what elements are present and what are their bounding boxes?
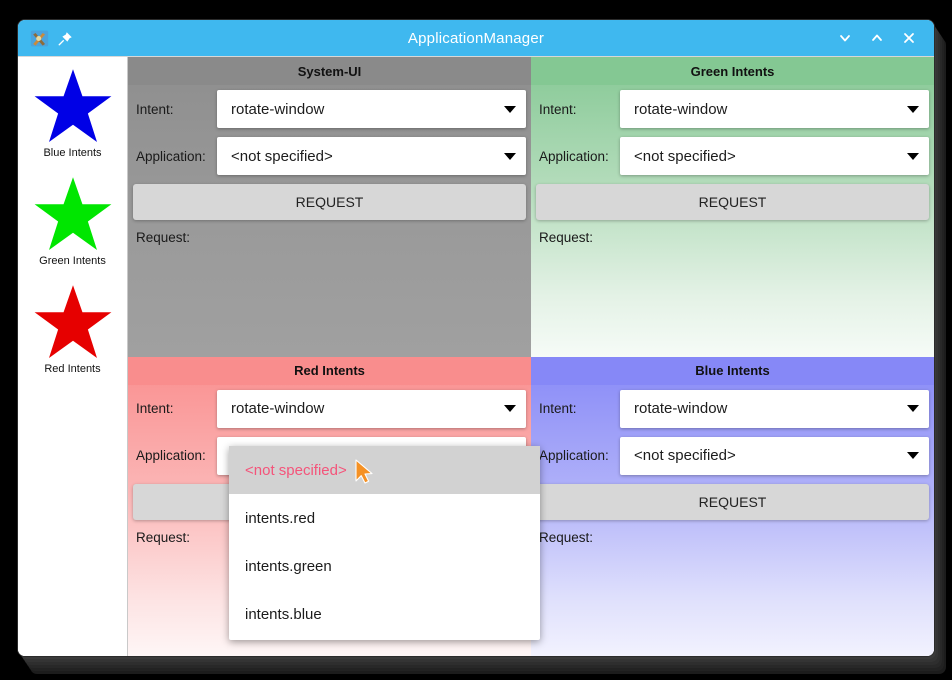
intent-value: rotate-window	[231, 400, 325, 417]
intent-row: Intent: rotate-window	[133, 389, 526, 428]
sidebar-item-red-intents[interactable]: Red Intents	[18, 277, 127, 385]
application-label: Application:	[539, 448, 609, 463]
panel-title: Green Intents	[531, 57, 934, 85]
application-dropdown-menu[interactable]: <not specified> intents.red intents.gree…	[229, 446, 540, 640]
star-icon	[34, 69, 111, 142]
star-icon	[34, 177, 111, 250]
panel-body: Intent: rotate-window Application: <not …	[128, 85, 531, 245]
chevron-down-icon	[907, 452, 919, 459]
application-select[interactable]: <not specified>	[217, 137, 526, 175]
intent-label: Intent:	[136, 101, 174, 117]
chevron-up-icon[interactable]	[870, 31, 884, 45]
application-label: Application:	[136, 148, 206, 164]
application-value: <not specified>	[634, 147, 736, 165]
sidebar-item-blue-intents[interactable]: Blue Intents	[18, 61, 127, 169]
chevron-down-icon	[504, 152, 516, 160]
window-body: Blue Intents Green Intents Red Intents S…	[18, 56, 934, 656]
request-result-label: Request:	[539, 529, 594, 545]
chevron-down-icon	[907, 105, 919, 113]
window-title: ApplicationManager	[407, 29, 545, 47]
chevron-down-icon	[504, 405, 516, 412]
intent-row: Intent: rotate-window	[133, 90, 526, 128]
intent-row: Intent: rotate-window	[536, 90, 929, 128]
request-result-label: Request:	[136, 230, 191, 245]
application-row: Application: <not specified>	[133, 137, 526, 175]
panel-title: Blue Intents	[531, 356, 934, 385]
application-label: Application:	[539, 148, 609, 164]
application-select[interactable]: <not specified>	[620, 137, 929, 175]
application-label: Application:	[136, 448, 206, 463]
title-bar[interactable]: ApplicationManager	[18, 20, 934, 56]
application-row: Application: <not specified>	[536, 137, 929, 175]
intent-value: rotate-window	[634, 400, 728, 417]
application-window: ApplicationManager Blue Intents	[18, 20, 934, 656]
dropdown-option-intents-green[interactable]: intents.green	[245, 557, 332, 575]
panel-green-intents: Green Intents Intent: rotate-window Appl…	[531, 57, 934, 357]
close-icon[interactable]	[902, 31, 916, 45]
tools-icon[interactable]	[30, 29, 49, 48]
sidebar-item-green-intents[interactable]: Green Intents	[18, 169, 127, 277]
chevron-down-icon	[504, 105, 516, 113]
panel-blue-intents: Blue Intents Intent: rotate-window Appli…	[531, 356, 934, 656]
application-select[interactable]: <not specified>	[620, 436, 929, 475]
sidebar: Blue Intents Green Intents Red Intents	[18, 57, 128, 656]
intent-label: Intent:	[539, 101, 577, 117]
intent-select[interactable]: rotate-window	[620, 90, 929, 128]
application-row: Application: <not specified>	[536, 436, 929, 475]
request-button[interactable]: REQUEST	[133, 184, 526, 220]
dropdown-option-intents-red[interactable]: intents.red	[245, 509, 316, 527]
application-value: <not specified>	[231, 147, 333, 165]
sidebar-item-label: Green Intents	[39, 255, 106, 267]
sidebar-item-label: Blue Intents	[43, 147, 102, 159]
dropdown-option-not-specified[interactable]: <not specified>	[229, 446, 540, 494]
chevron-down-icon	[907, 152, 919, 160]
title-bar-left-icons	[26, 29, 73, 48]
intent-value: rotate-window	[231, 100, 325, 118]
sidebar-item-label: Red Intents	[44, 363, 101, 375]
request-button[interactable]: REQUEST	[536, 184, 929, 220]
intent-value: rotate-window	[634, 100, 728, 118]
intent-select[interactable]: rotate-window	[217, 90, 526, 128]
panel-grid: System-UI Intent: rotate-window Applicat…	[128, 57, 934, 656]
chevron-down-icon[interactable]	[838, 31, 852, 45]
panel-title: System-UI	[128, 57, 531, 85]
request-result-label: Request:	[539, 230, 594, 245]
request-button[interactable]: REQUEST	[536, 483, 929, 520]
window-controls	[838, 31, 926, 45]
intent-row: Intent: rotate-window	[536, 389, 929, 428]
panel-body: Intent: rotate-window Application: <not …	[531, 385, 934, 545]
panel-title: Red Intents	[128, 356, 531, 385]
intent-label: Intent:	[539, 401, 577, 416]
panel-body: Intent: rotate-window Application: <not …	[531, 85, 934, 245]
panel-system-ui: System-UI Intent: rotate-window Applicat…	[128, 57, 531, 357]
star-icon	[34, 285, 111, 358]
intent-label: Intent:	[136, 401, 174, 416]
pin-icon[interactable]	[58, 31, 73, 46]
intent-select[interactable]: rotate-window	[217, 389, 526, 428]
chevron-down-icon	[907, 405, 919, 412]
application-value: <not specified>	[634, 447, 736, 464]
dropdown-option-intents-blue[interactable]: intents.blue	[245, 605, 322, 623]
intent-select[interactable]: rotate-window	[620, 389, 929, 428]
request-result-label: Request:	[136, 529, 191, 545]
